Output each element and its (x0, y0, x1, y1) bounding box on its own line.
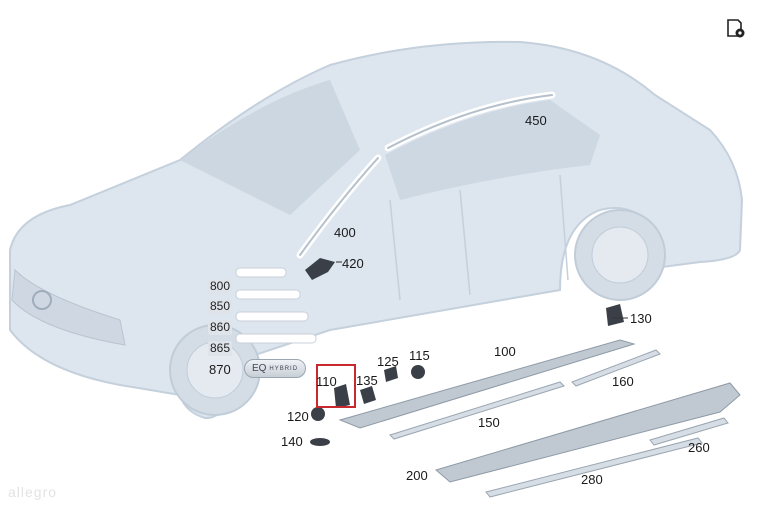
watermark: allegro (8, 484, 58, 500)
label-280[interactable]: 280 (581, 472, 603, 487)
label-800[interactable]: 800 (208, 279, 233, 294)
label-120[interactable]: 120 (287, 409, 309, 424)
label-200[interactable]: 200 (406, 468, 428, 483)
label-110[interactable]: 110 (316, 374, 337, 389)
label-140[interactable]: 140 (281, 434, 303, 449)
parts (305, 258, 741, 498)
label-450[interactable]: 450 (525, 113, 547, 128)
label-870[interactable]: 870 (209, 362, 231, 377)
label-400[interactable]: 400 (334, 225, 356, 240)
label-150[interactable]: 150 (478, 415, 500, 430)
label-135[interactable]: 135 (356, 373, 378, 388)
label-115[interactable]: 115 (409, 348, 430, 363)
label-130[interactable]: 130 (630, 311, 652, 326)
label-860[interactable]: 860 (208, 320, 233, 335)
label-865[interactable]: 865 (208, 341, 233, 356)
label-850[interactable]: 850 (208, 299, 233, 314)
doc-settings-icon[interactable] (726, 19, 746, 39)
label-100[interactable]: 100 (494, 344, 516, 359)
label-125[interactable]: 125 (377, 354, 399, 369)
label-420[interactable]: 420 (342, 256, 364, 271)
car-illustration (9, 40, 744, 420)
label-160[interactable]: 160 (612, 374, 634, 389)
highlight-box (316, 364, 356, 408)
label-260[interactable]: 260 (688, 440, 710, 455)
